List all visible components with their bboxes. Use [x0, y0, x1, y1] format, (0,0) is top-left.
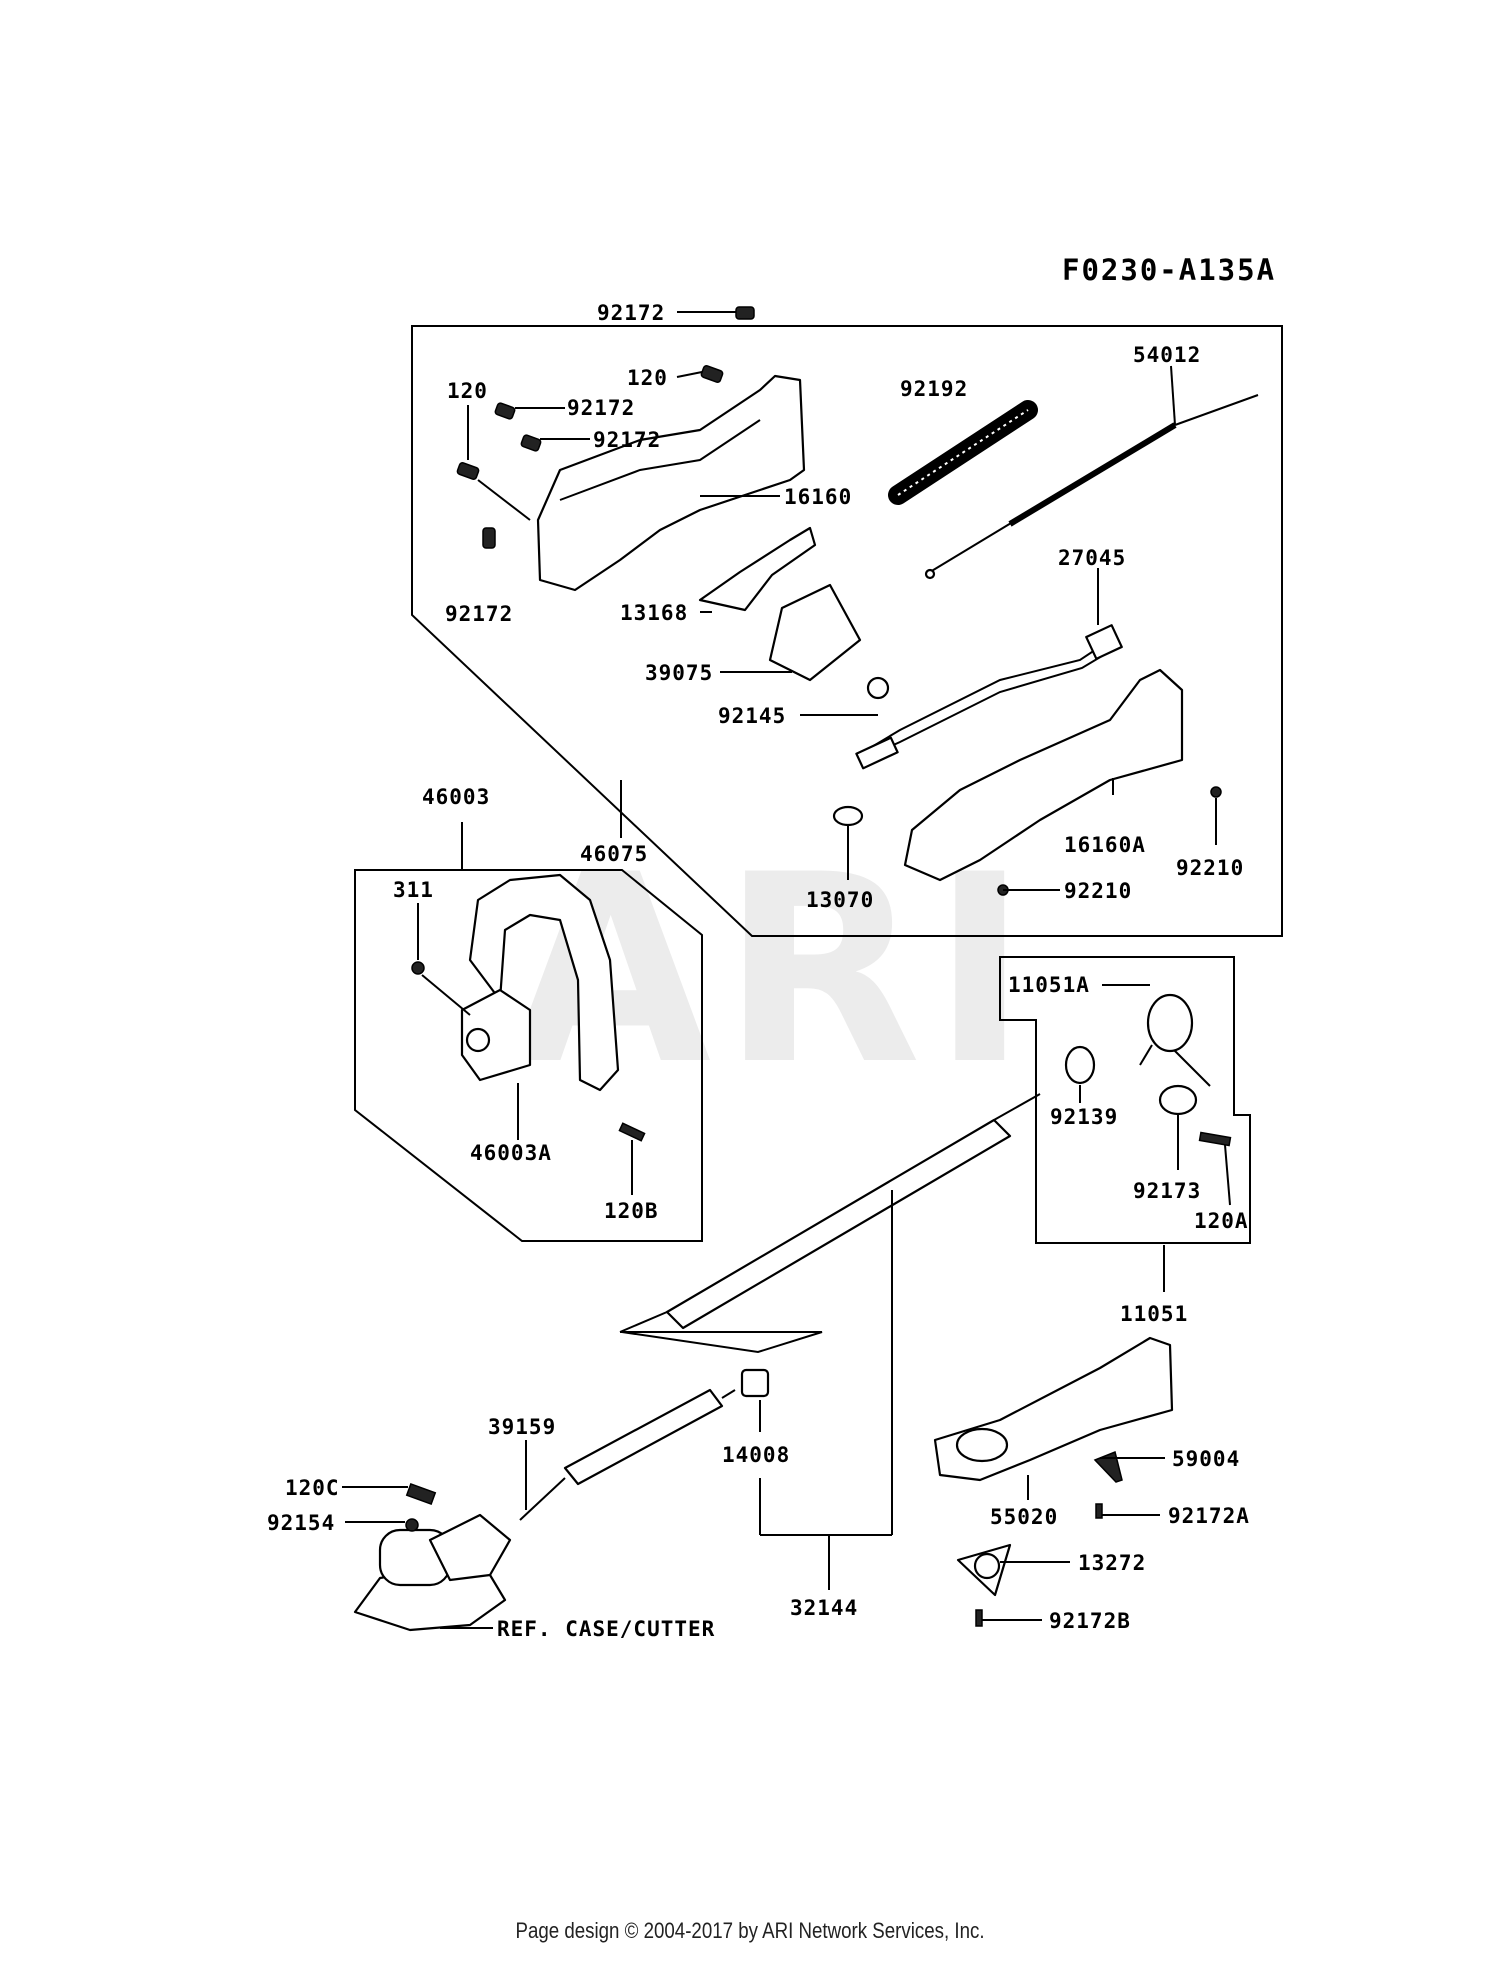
- bolt-120B: [618, 1122, 646, 1142]
- screw-92172B: [975, 1609, 983, 1627]
- label-92172: 92172: [567, 396, 635, 420]
- label-92172: 92172: [597, 301, 665, 325]
- clamp-92173: [1158, 1084, 1198, 1116]
- nut-92210-a: [1210, 786, 1222, 798]
- label-311: 311: [393, 878, 434, 902]
- clamp-assembly-boundary: [999, 956, 1251, 1244]
- label-92172: 92172: [445, 602, 513, 626]
- clip-13070: [832, 805, 864, 827]
- lever-39075: [768, 583, 862, 682]
- label-39159: 39159: [488, 1415, 556, 1439]
- label-16160A: 16160A: [1064, 833, 1146, 857]
- label-54012: 54012: [1133, 343, 1201, 367]
- sleeve-92139: [1064, 1045, 1096, 1085]
- bolt-120C: [405, 1482, 437, 1506]
- label-ref-case-cutter: REF. CASE/CUTTER: [497, 1617, 715, 1641]
- front-handle-assembly-boundary: [354, 869, 703, 1242]
- label-120C: 120C: [285, 1476, 340, 1500]
- label-92172B: 92172B: [1049, 1609, 1131, 1633]
- bushing-14008: [740, 1368, 770, 1398]
- label-39075: 39075: [645, 661, 713, 685]
- label-11051A: 11051A: [1008, 973, 1090, 997]
- label-59004: 59004: [1172, 1447, 1240, 1471]
- handle-half-16160A: [903, 668, 1184, 882]
- label-92154: 92154: [267, 1511, 335, 1535]
- label-92172A: 92172A: [1168, 1504, 1250, 1528]
- screw-92172-b: [494, 402, 516, 420]
- screw-120-a: [700, 365, 724, 383]
- bolt-120A: [1198, 1131, 1232, 1147]
- label-13272: 13272: [1078, 1551, 1146, 1575]
- label-14008: 14008: [722, 1443, 790, 1467]
- trigger-13168: [698, 526, 817, 612]
- screw-92172-a: [735, 306, 755, 320]
- label-46003: 46003: [422, 785, 490, 809]
- nut-311: [411, 961, 425, 975]
- label-13168: 13168: [620, 601, 688, 625]
- clamp-11051A: [1146, 993, 1194, 1053]
- bracket-59004: [1093, 1450, 1123, 1483]
- switch-wire-27045: [855, 624, 1123, 770]
- label-92139: 92139: [1050, 1105, 1118, 1129]
- screw-120-b: [456, 462, 480, 480]
- screw-92172-c: [520, 434, 542, 452]
- loop-handle-46003: [468, 873, 620, 1092]
- label-16160: 16160: [784, 485, 852, 509]
- label-13070: 13070: [806, 888, 874, 912]
- label-92210: 92210: [1176, 856, 1244, 880]
- drive-shaft-tube: [665, 1118, 1012, 1330]
- screw-92172-d: [482, 527, 496, 549]
- label-32144: 32144: [790, 1596, 858, 1620]
- label-92192: 92192: [900, 377, 968, 401]
- part-labels: 92172 120 120 92172 92172 92172 16160 13…: [267, 301, 1250, 1641]
- label-92210: 92210: [1064, 879, 1132, 903]
- nut-92154: [405, 1518, 419, 1532]
- label-46003A: 46003A: [470, 1141, 552, 1165]
- label-92172: 92172: [593, 428, 661, 452]
- label-120A: 120A: [1194, 1209, 1249, 1233]
- handle-assembly-boundary: [411, 325, 1283, 937]
- inner-shaft-39159: [563, 1388, 724, 1486]
- label-46075: 46075: [580, 842, 648, 866]
- label-120: 120: [627, 366, 668, 390]
- label-27045: 27045: [1058, 546, 1126, 570]
- spring-92192: [888, 400, 1038, 505]
- copyright-footer: Page design © 2004-2017 by ARI Network S…: [515, 1918, 985, 1943]
- screw-92172A: [1095, 1503, 1103, 1519]
- label-11051: 11051: [1120, 1302, 1188, 1326]
- leader-lines: [342, 311, 1231, 1629]
- diagram-code: F0230-A135A: [1062, 253, 1276, 287]
- label-120: 120: [447, 379, 488, 403]
- handle-half-16160: [536, 374, 806, 592]
- label-55020: 55020: [990, 1505, 1058, 1529]
- label-92173: 92173: [1133, 1179, 1201, 1203]
- label-120B: 120B: [604, 1199, 659, 1223]
- throttle-cable-54012: [924, 394, 1259, 580]
- gear-case: [353, 1513, 512, 1632]
- shaft-section-break: [620, 1331, 823, 1354]
- handle-bracket-46003A: [460, 988, 532, 1082]
- label-92145: 92145: [718, 704, 786, 728]
- torsion-spring-92145: [866, 676, 890, 700]
